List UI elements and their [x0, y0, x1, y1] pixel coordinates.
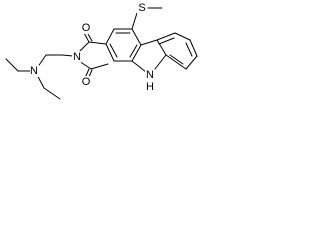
atom-hydrogen-indole: H — [146, 81, 154, 93]
bond-benz-6 — [105, 43, 115, 62]
bond-ch3-ch2-left — [5, 58, 19, 72]
bond-pyrrole-4 — [131, 60, 147, 73]
bond-c-s — [131, 12, 138, 30]
bond-ch2-ch3-right — [43, 87, 61, 100]
bond-benz-1 — [105, 28, 115, 45]
bond-benz-4 — [131, 44, 142, 62]
bond-linker-imide-n — [61, 54, 74, 57]
bond-benzo-1-inner — [158, 37, 175, 45]
atom-sulfur: S — [138, 2, 145, 14]
bond-carbonyl-bottom-ring — [90, 63, 109, 70]
bond-pyrrole-1 — [140, 39, 158, 46]
atom-nitrogen-amine: N — [30, 65, 38, 77]
bond-imide-n-c-top — [78, 41, 90, 53]
bond-pyrrole-2 — [156, 39, 167, 56]
bond-benzo-5-inner — [169, 54, 184, 65]
bond-benzo-1 — [156, 32, 176, 41]
bond-benz-3 — [131, 28, 142, 46]
bond-co-top-a — [83, 32, 90, 43]
chemical-structure: O O N N S N H — [5, 2, 198, 100]
atom-nitrogen-indole: N — [146, 69, 154, 81]
bonds — [5, 7, 198, 100]
bond-benz-6-inner — [109, 43, 118, 58]
atom-oxygen-bottom: O — [82, 76, 91, 88]
atom-oxygen-top: O — [82, 22, 91, 34]
bond-benzo-4 — [185, 55, 198, 70]
atom-nitrogen-imide: N — [73, 51, 81, 63]
bond-benzo-3-inner — [185, 42, 193, 57]
bond-pyrrole-3 — [154, 54, 167, 70]
atom-labels: O O N N S N H — [30, 2, 155, 94]
bond-benz-4-inner — [129, 44, 138, 58]
bond-benzo-2 — [174, 32, 191, 41]
bond-carbonyl-top-ring — [88, 41, 107, 45]
bond-benzo-3 — [189, 39, 198, 57]
bond-benzo-5 — [165, 54, 187, 70]
